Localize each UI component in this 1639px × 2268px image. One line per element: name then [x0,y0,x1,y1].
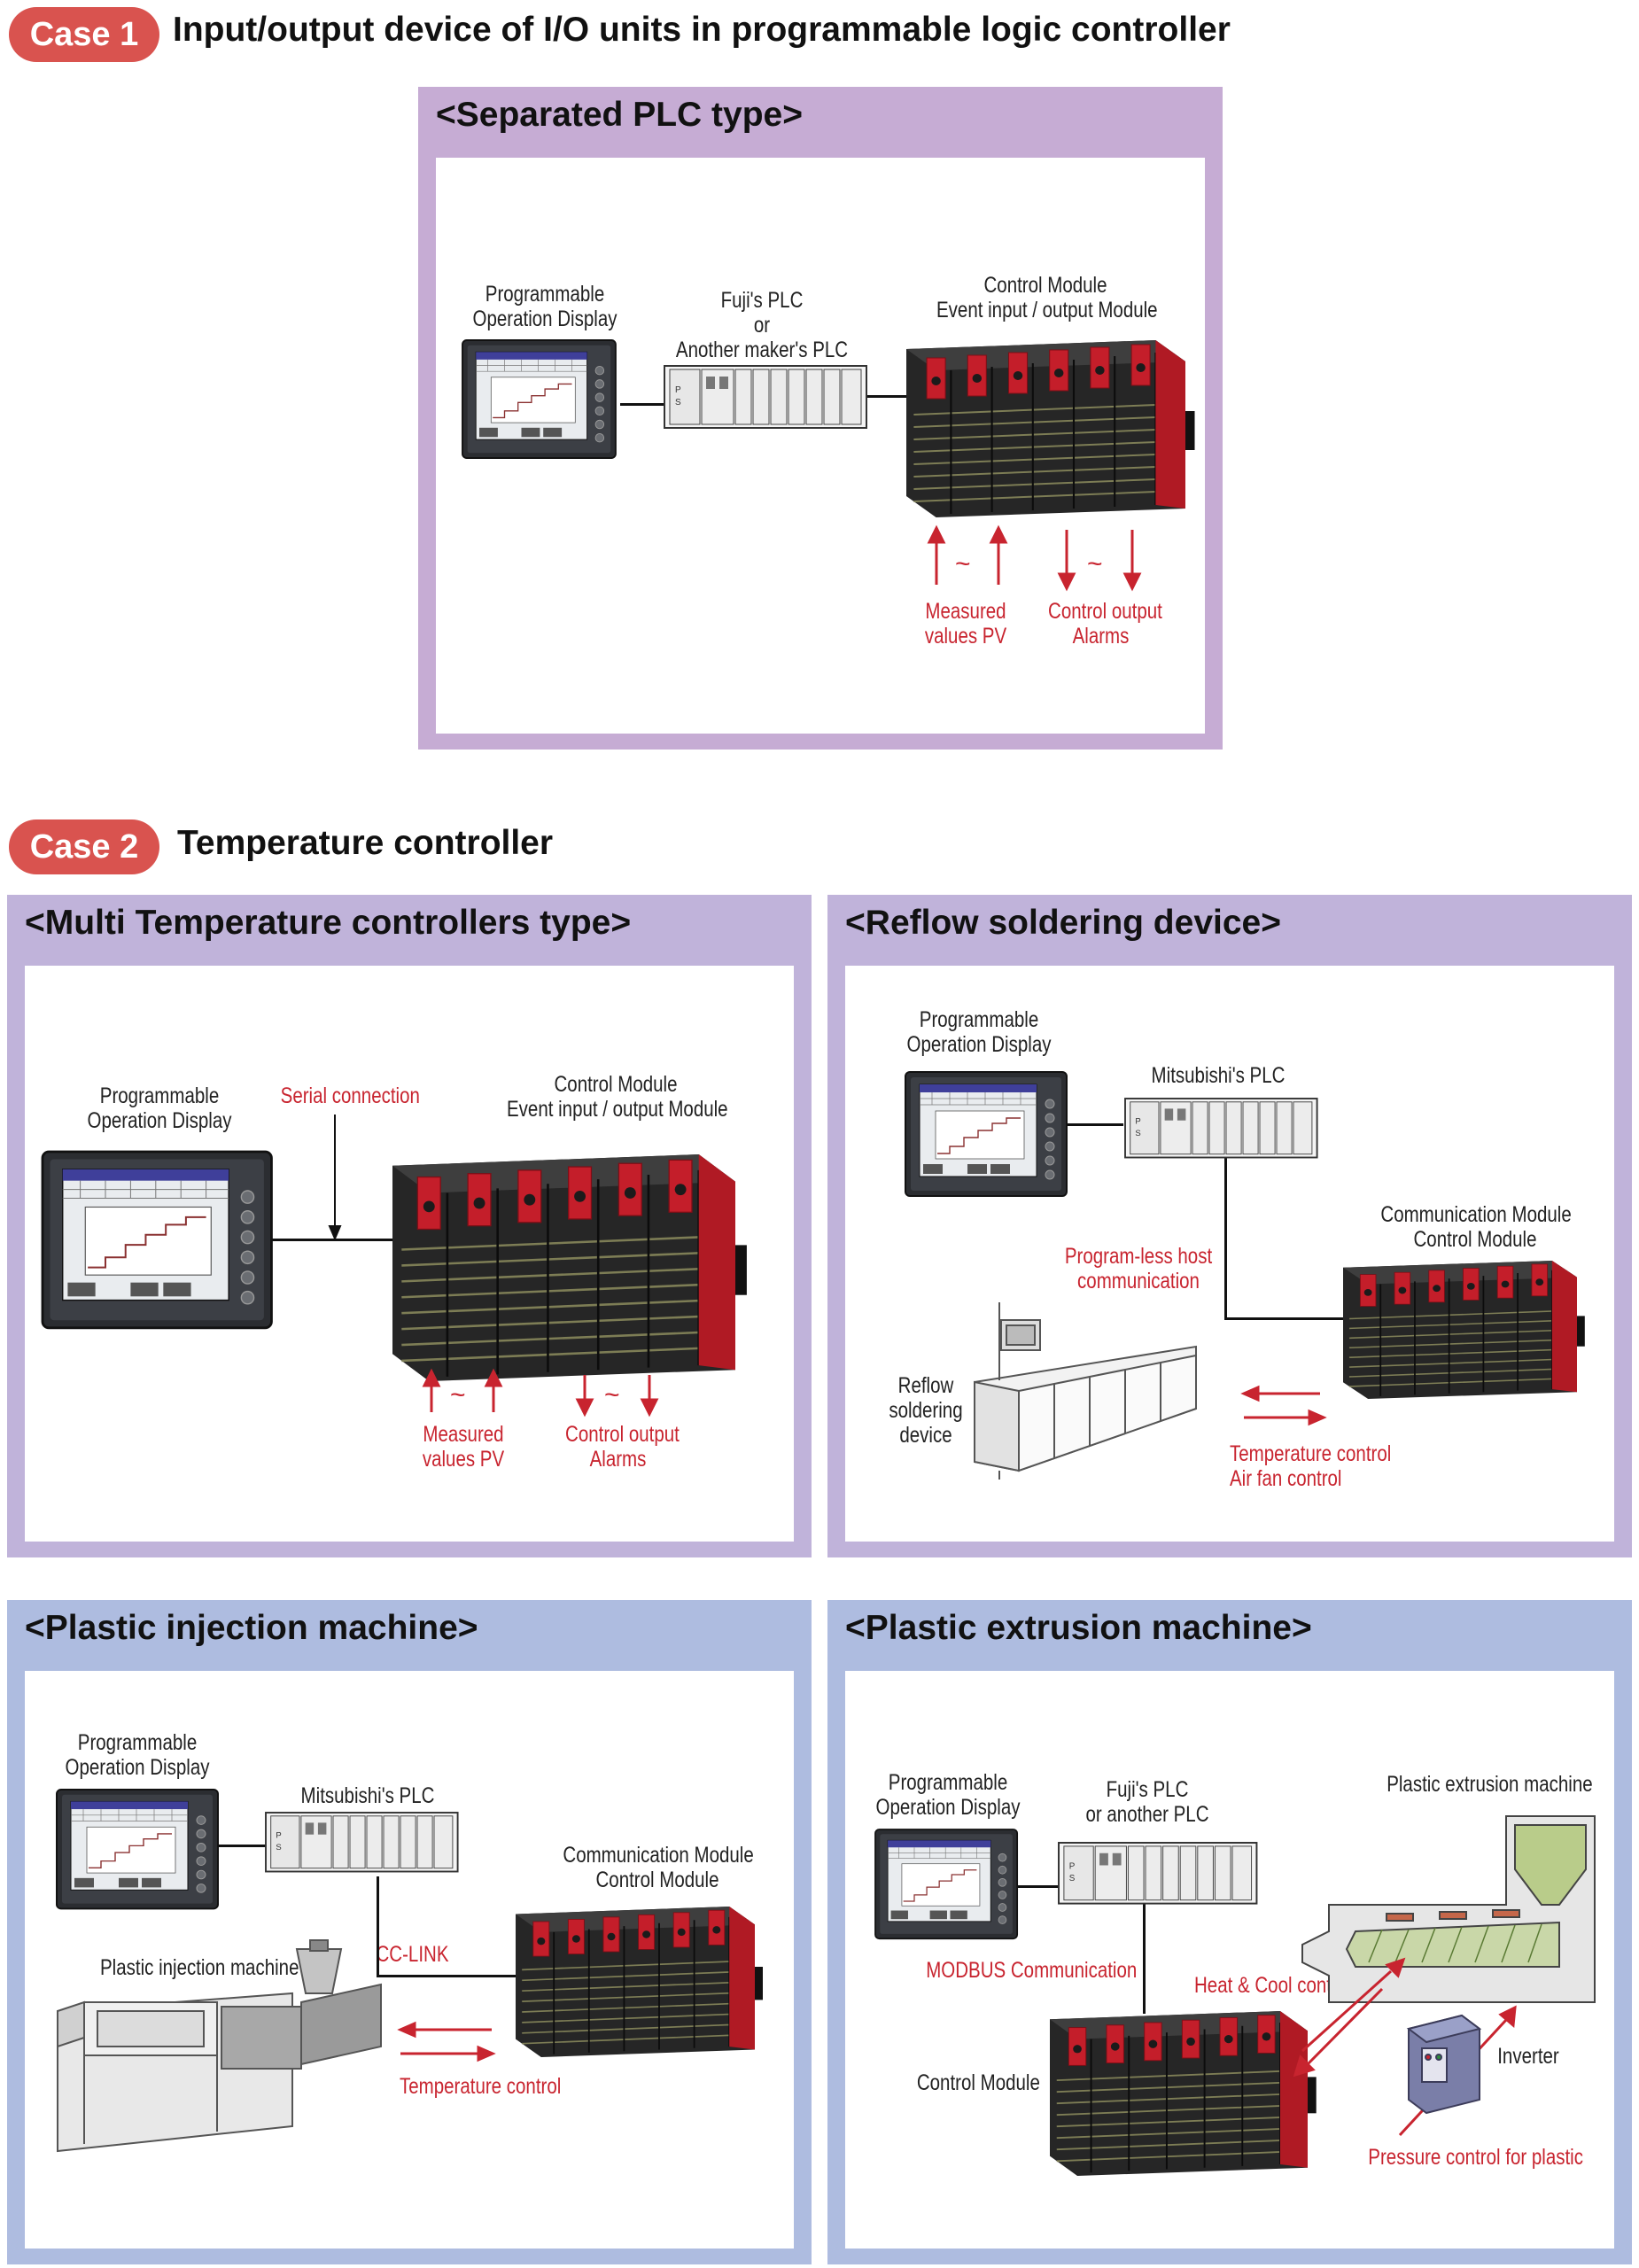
display-plc-line [1018,1885,1060,1888]
inverter-label: Inverter [1497,2044,1559,2069]
plc-module-line [864,395,908,398]
svg-text:~: ~ [450,1380,466,1410]
temperature-control-label: Temperature control [400,2074,562,2099]
svg-text:~: ~ [1087,549,1103,579]
machine-label: Plastic extrusion machine [1387,1772,1593,1797]
plc-comm-line-h [1224,1317,1344,1320]
display-plc-line [1067,1123,1123,1126]
plc-label: Mitsubishi's PLC [1151,1063,1286,1088]
panel-title: <Multi Temperature controllers type> [25,904,632,942]
svg-text:~: ~ [604,1380,620,1410]
display-module-line [268,1239,399,1241]
panel-canvas [845,966,1614,1542]
modbus-line [1143,1903,1146,2014]
svg-text:~: ~ [955,549,971,579]
case-2-badge: Case 2 [9,819,159,874]
display-plc-line [620,403,664,406]
cc-link-label: CC-LINK [376,1942,449,1967]
plc-comm-line [1224,1156,1227,1320]
reflow-soldering-panel: <Reflow soldering device> [827,895,1632,1557]
panel-title: <Plastic extrusion machine> [845,1609,1312,1647]
modbus-label: MODBUS Communication [926,1958,1138,1983]
control-module-label: Control Module [916,2070,1040,2095]
panel-title: <Separated PLC type> [436,96,803,134]
cc-link-line-h [377,1975,517,1977]
serial-connection-label: Serial connection [280,1084,420,1108]
cc-link-line [377,1876,379,1976]
case-1-title: Input/output device of I/O units in prog… [173,11,1231,49]
case-2-title: Temperature controller [177,824,554,862]
panel-title: <Plastic injection machine> [25,1609,478,1647]
machine-label: Plastic injection machine [100,1955,299,1980]
panel-title: <Reflow soldering device> [845,904,1281,942]
plc-label: Mitsubishi's PLC [300,1783,435,1808]
case-1-badge: Case 1 [9,7,159,62]
display-plc-line [218,1845,268,1847]
pressure-control-label: Pressure control for plastic [1368,2145,1583,2170]
heat-cool-label: Heat & Cool control [1194,1973,1352,1998]
